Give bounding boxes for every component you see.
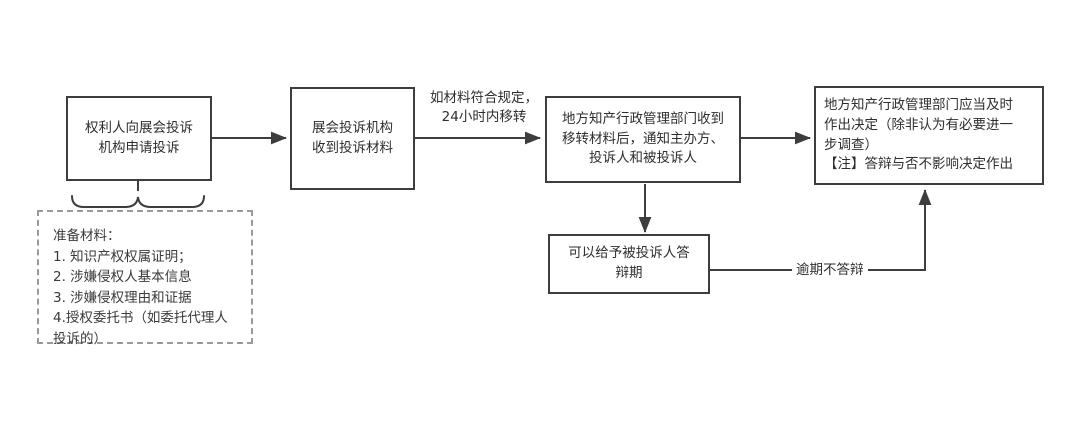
node-notify-label: 地方知产行政管理部门收到 移转材料后，通知主办方、 投诉人和被投诉人	[562, 111, 724, 167]
node-notify[interactable]: 地方知产行政管理部门收到 移转材料后，通知主办方、 投诉人和被投诉人	[545, 96, 741, 183]
node-decision[interactable]: 地方知产行政管理部门应当及时 作出决定（除非认为有必要进一 步调查） 【注】答辩…	[814, 86, 1044, 185]
edge-label-no-defense: 逾期不答辩	[792, 258, 868, 278]
curly-brace-materials	[71, 195, 205, 208]
node-decision-label: 地方知产行政管理部门应当及时 作出决定（除非认为有必要进一 步调查） 【注】答辩…	[824, 97, 1013, 173]
note-materials: 准备材料： 1. 知识产权权属证明； 2. 涉嫌侵权人基本信息 3. 涉嫌侵权理…	[37, 210, 253, 347]
node-defense-period[interactable]: 可以给予被投诉人答 辩期	[548, 234, 710, 294]
node-apply-label: 权利人向展会投诉 机构申请投诉	[85, 119, 193, 156]
node-receive[interactable]: 展会投诉机构 收到投诉材料	[290, 87, 415, 190]
node-receive-label: 展会投诉机构 收到投诉材料	[312, 119, 393, 156]
edge-label-transfer: 如材料符合规定， 24小时内移转	[430, 90, 538, 126]
node-apply[interactable]: 权利人向展会投诉 机构申请投诉	[66, 96, 212, 181]
node-defense-period-label: 可以给予被投诉人答 辩期	[568, 245, 690, 281]
